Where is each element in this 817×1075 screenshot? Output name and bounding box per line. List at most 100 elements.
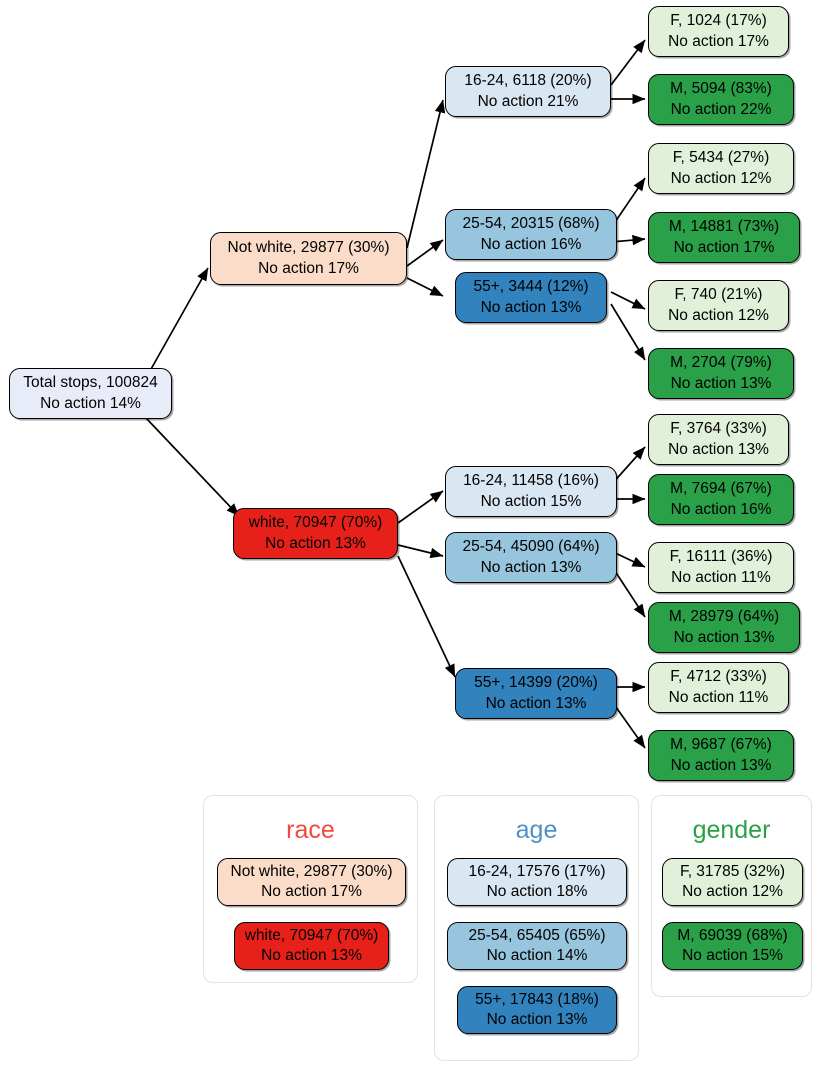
legend-item-female[interactable]: F, 31785 (32%) No action 12% [662,858,803,906]
node-total-stops[interactable]: Total stops, 100824 No action 14% [9,368,172,419]
node-label-line1: M, 7694 (67%) [670,480,772,498]
node-label-line2: No action 13% [670,756,772,774]
node-label-line2: No action 16% [480,235,582,253]
legend-item-age-25-54[interactable]: 25-54, 65405 (65%) No action 14% [447,922,627,970]
node-label-line2: No action 17% [673,238,775,256]
legend-item-male[interactable]: M, 69039 (68%) No action 15% [662,922,803,970]
node-label-line1: 16-24, 11458 (16%) [463,472,599,490]
node-label-line1: 55+, 3444 (12%) [473,278,589,296]
edge-notwhite-age1 [406,99,446,249]
legend-item-not-white[interactable]: Not white, 29877 (30%) No action 17% [217,858,406,906]
node-nw-16-24-male[interactable]: M, 5094 (83%) No action 22% [648,74,794,125]
node-label-line2: No action 12% [668,306,769,324]
legend-age: age 16-24, 17576 (17%) No action 18% 25-… [434,795,639,1061]
legend-race: race Not white, 29877 (30%) No action 17… [203,795,418,983]
legend-label-line2: No action 12% [682,883,783,900]
node-label-line2: No action 17% [668,32,769,50]
edge-root-notwhite [145,267,209,379]
legend-item-white[interactable]: white, 70947 (70%) No action 13% [234,922,389,970]
node-label-line1: 55+, 14399 (20%) [474,674,598,692]
node-label-line1: Not white, 29877 (30%) [227,239,390,257]
edge-white-age2 [397,544,444,559]
legend-gender: gender F, 31785 (32%) No action 12% M, 6… [651,795,812,997]
node-label-line2: No action 17% [258,259,359,277]
node-w-55plus-male[interactable]: M, 9687 (67%) No action 13% [648,730,794,781]
node-notwhite-age-16-24[interactable]: 16-24, 6118 (20%) No action 21% [445,66,611,117]
node-label-line2: No action 13% [670,374,772,392]
legend-title-age: age [515,816,558,844]
node-label-line1: M, 14881 (73%) [668,218,780,236]
node-label-line2: No action 15% [480,492,582,510]
legend-label-line1: F, 31785 (32%) [679,862,786,880]
node-label-line1: Total stops, 100824 [23,374,158,392]
node-w-25-54-female[interactable]: F, 16111 (36%) No action 11% [648,542,794,593]
legend-label-line1: Not white, 29877 (30%) [230,862,393,880]
node-nw-55plus-male[interactable]: M, 2704 (79%) No action 13% [648,348,794,399]
node-white-age-25-54[interactable]: 25-54, 45090 (64%) No action 13% [445,532,617,583]
node-label-line1: white, 70947 (70%) [248,514,383,532]
node-nw-25-54-female[interactable]: F, 5434 (27%) No action 12% [648,143,794,194]
legend-title-gender: gender [692,816,771,844]
node-label-line2: No action 13% [265,534,366,552]
legend-label-line2: No action 13% [261,947,362,964]
node-label-line2: No action 13% [485,694,587,712]
node-label-line1: F, 3764 (33%) [670,420,767,438]
node-label-line1: M, 9687 (67%) [670,736,772,754]
node-label-line1: 25-54, 45090 (64%) [462,538,600,556]
legend-label-line2: No action 14% [486,947,588,964]
node-label-line1: F, 740 (21%) [674,286,763,304]
legend-label-line2: No action 18% [486,883,588,900]
node-label-line2: No action 14% [40,394,141,412]
legend-title-race: race [286,816,335,844]
edge-white-age1 [397,490,444,524]
node-label-line2: No action 11% [671,568,771,586]
node-label-line1: F, 16111 (36%) [669,548,773,566]
node-race-not-white[interactable]: Not white, 29877 (30%) No action 17% [210,232,407,285]
node-label-line2: No action 11% [668,688,769,706]
node-label-line1: M, 2704 (79%) [670,354,772,372]
node-w-55plus-female[interactable]: F, 4712 (33%) No action 11% [648,662,789,713]
node-white-age-55plus[interactable]: 55+, 14399 (20%) No action 13% [455,668,617,719]
legend-label-line2: No action 17% [261,883,362,900]
legend-label-line2: No action 15% [682,947,783,964]
node-notwhite-age-55plus[interactable]: 55+, 3444 (12%) No action 13% [455,272,607,323]
edge-nw-a3-m [610,303,646,361]
node-label-line1: F, 1024 (17%) [670,12,767,30]
edge-notwhite-age3 [406,277,444,297]
node-nw-25-54-male[interactable]: M, 14881 (73%) No action 17% [648,212,800,263]
node-w-16-24-male[interactable]: M, 7694 (67%) No action 16% [648,474,794,525]
node-label-line2: No action 16% [670,500,772,518]
node-label-line1: 25-54, 20315 (68%) [462,215,600,233]
node-label-line2: No action 13% [673,628,775,646]
node-label-line2: No action 13% [480,558,582,576]
legend-label-line1: 55+, 17843 (18%) [475,990,599,1008]
node-label-line1: M, 5094 (83%) [670,80,772,98]
node-label-line1: 16-24, 6118 (20%) [464,72,592,90]
node-notwhite-age-25-54[interactable]: 25-54, 20315 (68%) No action 16% [445,209,617,260]
node-label-line1: F, 5434 (27%) [672,149,770,167]
node-w-16-24-female[interactable]: F, 3764 (33%) No action 13% [648,414,789,465]
node-w-25-54-male[interactable]: M, 28979 (64%) No action 13% [648,602,800,653]
legend-item-age-16-24[interactable]: 16-24, 17576 (17%) No action 18% [447,858,627,906]
edge-root-white [145,417,240,517]
edge-nw-a1-f [610,39,646,86]
node-label-line2: No action 12% [670,169,772,187]
node-label-line2: No action 13% [480,298,582,316]
node-white-age-16-24[interactable]: 16-24, 11458 (16%) No action 15% [445,466,617,517]
node-nw-55plus-female[interactable]: F, 740 (21%) No action 12% [648,280,789,331]
edge-notwhite-age2 [406,239,444,267]
legend-label-line1: white, 70947 (70%) [244,926,379,944]
node-label-line2: No action 21% [477,92,579,110]
legend-label-line2: No action 13% [486,1011,588,1028]
node-label-line1: M, 28979 (64%) [668,608,780,626]
node-label-line2: No action 13% [668,440,769,458]
legend-label-line1: 25-54, 65405 (65%) [468,926,606,944]
legend-label-line1: M, 69039 (68%) [677,926,788,944]
node-race-white[interactable]: white, 70947 (70%) No action 13% [233,508,398,559]
node-label-line2: No action 22% [670,100,772,118]
edge-nw-a3-f [610,291,646,310]
legend-item-age-55plus[interactable]: 55+, 17843 (18%) No action 13% [457,986,617,1034]
legend-label-line1: 16-24, 17576 (17%) [468,862,606,880]
node-nw-16-24-female[interactable]: F, 1024 (17%) No action 17% [648,6,789,57]
